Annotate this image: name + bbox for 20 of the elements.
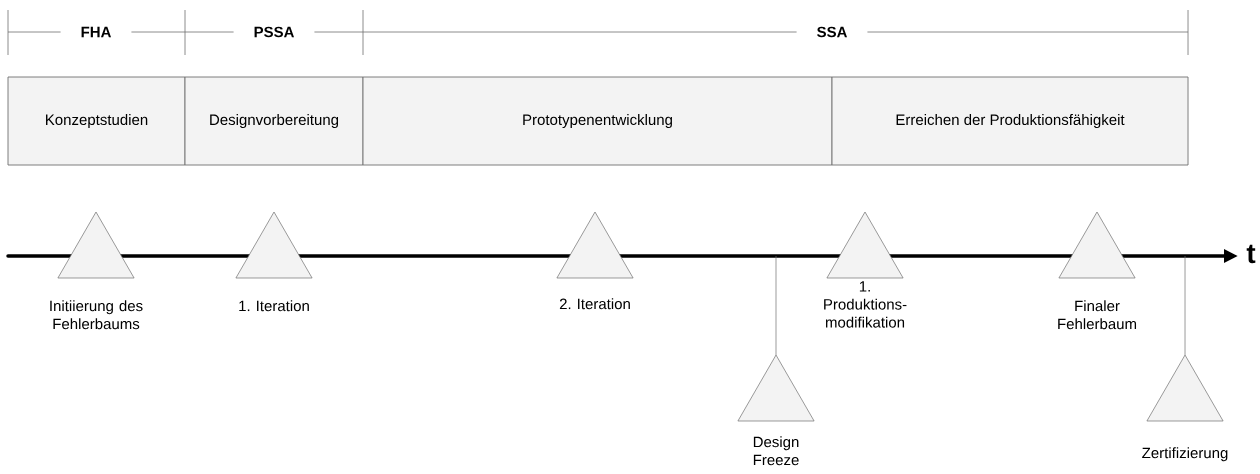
phase-name: SSA: [796, 23, 868, 41]
hanger-line: [1184, 255, 1186, 356]
hanger-line: [775, 255, 777, 356]
axis-label: t: [1246, 244, 1256, 264]
phase-box: [831, 76, 1189, 166]
milestone-label: 1. Iteration: [239, 300, 309, 312]
milestone-label: Zertifizierung: [1142, 447, 1228, 462]
milestone-label: Initiierung des Fehlerbaums: [50, 300, 143, 330]
milestone-label: Design Freeze: [753, 436, 799, 466]
milestone-label: 1. Produktions- modifikation: [824, 281, 907, 328]
phase-name: FHA: [60, 23, 132, 41]
phase-box: [7, 76, 186, 166]
phase-label: Erreichen der Produktionsfähigkeit: [896, 114, 1125, 128]
milestone-label: Finaler Fehlerbaum: [1058, 300, 1136, 330]
milestone-label: 2. Iteration: [559, 298, 630, 310]
phase-name: PSSA: [233, 23, 315, 41]
phase-label: Designvorbereitung: [210, 114, 339, 128]
phase-label: Prototypenentwicklung: [523, 114, 672, 128]
phase-box: [184, 76, 364, 166]
phase-label: Konzeptstudien: [46, 114, 148, 128]
